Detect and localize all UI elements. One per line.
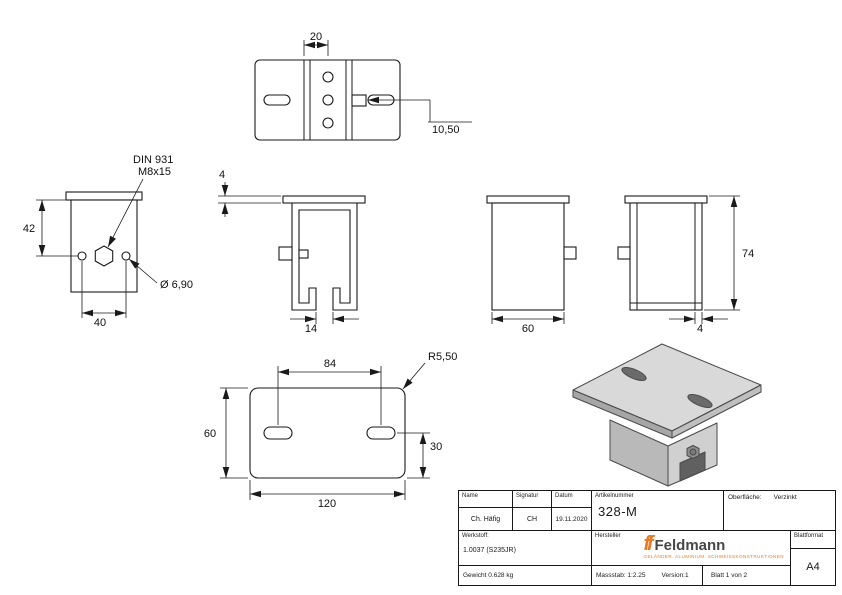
- side-plate-edge: [486, 195, 570, 204]
- material: 1.0037 (S235JR): [463, 547, 516, 554]
- iso-plate-top: [572, 343, 762, 432]
- label-thread: M8x15: [138, 166, 171, 178]
- side-view-dimensions: 60: [491, 312, 565, 335]
- bolt-end-inside: [298, 249, 309, 259]
- name-column-label: Name: [462, 493, 479, 499]
- hex-bolt-head: [94, 245, 114, 267]
- dim-hole-spacing: 40: [94, 317, 106, 329]
- label-din-standard: DIN 931: [133, 154, 173, 166]
- dim-total-height: 74: [742, 248, 754, 260]
- cell-signatur-value: CH: [513, 508, 552, 531]
- front-view: [65, 191, 143, 293]
- signatur-column-label: Signatur: [516, 493, 539, 499]
- section-view: [278, 195, 366, 311]
- cell-hersteller: Hersteller ff Feldmann GELÄNDER. ALUMINI…: [592, 531, 791, 566]
- plate-view: [249, 387, 406, 479]
- dim-plate-thickness: 4: [219, 169, 225, 181]
- cell-oberflaeche: Oberfläche: Verzinkt: [724, 491, 835, 531]
- section-view-dimensions: 4 14: [218, 169, 359, 335]
- iso-channel-opening: [679, 451, 706, 482]
- iso-bolt-tip: [689, 448, 697, 456]
- cell-artikelnummer: Artikelnummer 328-M: [592, 491, 724, 531]
- section-plate-edge: [282, 195, 366, 204]
- scale: Massstab: 1:2.25: [596, 572, 646, 579]
- front-plate-edge: [65, 191, 143, 201]
- front-view-dimensions: 42 40 DIN 931 M8x15 Ø 6,90: [23, 154, 193, 329]
- drawn-by-name: Ch. Häfig: [470, 515, 501, 523]
- sheet-number: Blatt 1 von 2: [711, 572, 748, 579]
- title-block: Name Signatur Datum Ch. Häfig CH 19.11.2…: [458, 490, 836, 586]
- drawing-date: 19.11.2020: [555, 515, 588, 523]
- logo-company-name: Feldmann: [654, 537, 726, 554]
- cell-datum-header: Datum: [552, 491, 592, 508]
- drawn-by-initials: CH: [526, 515, 538, 523]
- dim-slot-offset: 30: [430, 441, 442, 453]
- cell-signatur-header: Signatur: [513, 491, 552, 508]
- plate-slot-right: [366, 426, 396, 440]
- iso-view: [572, 343, 762, 487]
- rear-bolt: [617, 246, 631, 260]
- cell-name-header: Name: [459, 491, 513, 508]
- c-profile-outline: [291, 202, 358, 311]
- bolt-protrusion: [351, 94, 367, 107]
- sheet-format: A4: [806, 561, 820, 573]
- iso-slot-left: [621, 367, 647, 381]
- feldmann-logo: ff Feldmann GELÄNDER. ALUMINIUM. SCHWEIS…: [643, 533, 784, 559]
- rear-view: [617, 195, 708, 311]
- iso-slot-right: [687, 394, 713, 408]
- dim-top-width: 20: [310, 31, 322, 43]
- logo-mark-icon: ff: [643, 533, 654, 555]
- hole-middle: [322, 94, 334, 106]
- dim-slot-spacing: 84: [324, 358, 336, 370]
- rear-plate-edge: [624, 195, 708, 204]
- logo-tagline: GELÄNDER. ALUMINIUM. SCHWEISSKONSTRUKTIO…: [643, 554, 784, 559]
- hole-right: [121, 251, 131, 261]
- cell-name-value: Ch. Häfig: [459, 508, 513, 531]
- dim-side-width: 60: [522, 323, 534, 335]
- iso-plate-edge-right: [671, 384, 762, 439]
- hole-bottom: [322, 117, 334, 129]
- cell-blatt: Blatt 1 von 2: [703, 566, 791, 585]
- label-hole-diameter: Ø 6,90: [160, 279, 193, 291]
- cell-werkstoff: Werkstoff: 1.0037 (S235JR): [459, 531, 592, 566]
- dim-front-height: 42: [23, 223, 35, 235]
- hersteller-label: Hersteller: [595, 533, 621, 539]
- dim-plate-width: 60: [204, 428, 216, 440]
- dim-plate-length: 120: [318, 498, 336, 510]
- hole-left: [77, 251, 87, 261]
- article-number: 328-M: [598, 504, 638, 519]
- dim-wall-thickness: 4: [697, 323, 703, 335]
- cell-datum-value: 19.11.2020: [552, 508, 592, 531]
- top-view: [254, 59, 401, 141]
- rear-view-dimensions: 74 4: [669, 195, 754, 335]
- version: Version:1: [661, 572, 689, 579]
- dim-bolt-length: 10,50: [432, 124, 460, 136]
- werkstoff-label: Werkstoff:: [462, 533, 489, 539]
- bolt-head-side: [278, 246, 293, 261]
- cell-massstab: Massstab: 1:2.25 Version:1: [592, 566, 703, 585]
- surface-finish: Verzinkt: [773, 494, 797, 501]
- side-body: [491, 202, 565, 311]
- side-bolt: [563, 246, 577, 260]
- slot-left: [263, 94, 291, 106]
- cell-blattformat-value: A4: [791, 549, 835, 585]
- plate-view-dimensions: 84 60 30 120 R5,50: [204, 351, 457, 510]
- oberflaeche-label: Oberfläche:: [728, 494, 762, 501]
- weight: Gewicht 0.628 kg: [463, 572, 514, 579]
- rear-body: [629, 202, 703, 311]
- cell-gewicht: Gewicht 0.628 kg: [459, 566, 592, 585]
- top-view-dimensions: 20 10,50: [303, 31, 472, 136]
- datum-column-label: Datum: [555, 493, 573, 499]
- cell-blattformat-label: Blattformat: [791, 531, 835, 549]
- artikelnummer-label: Artikelnummer: [595, 493, 634, 499]
- label-corner-radius: R5,50: [428, 351, 457, 363]
- hole-top: [322, 71, 334, 83]
- plate-slot-left: [263, 426, 293, 440]
- side-view: [486, 195, 577, 311]
- blattformat-label: Blattformat: [794, 533, 824, 539]
- dim-opening-width: 14: [305, 323, 317, 335]
